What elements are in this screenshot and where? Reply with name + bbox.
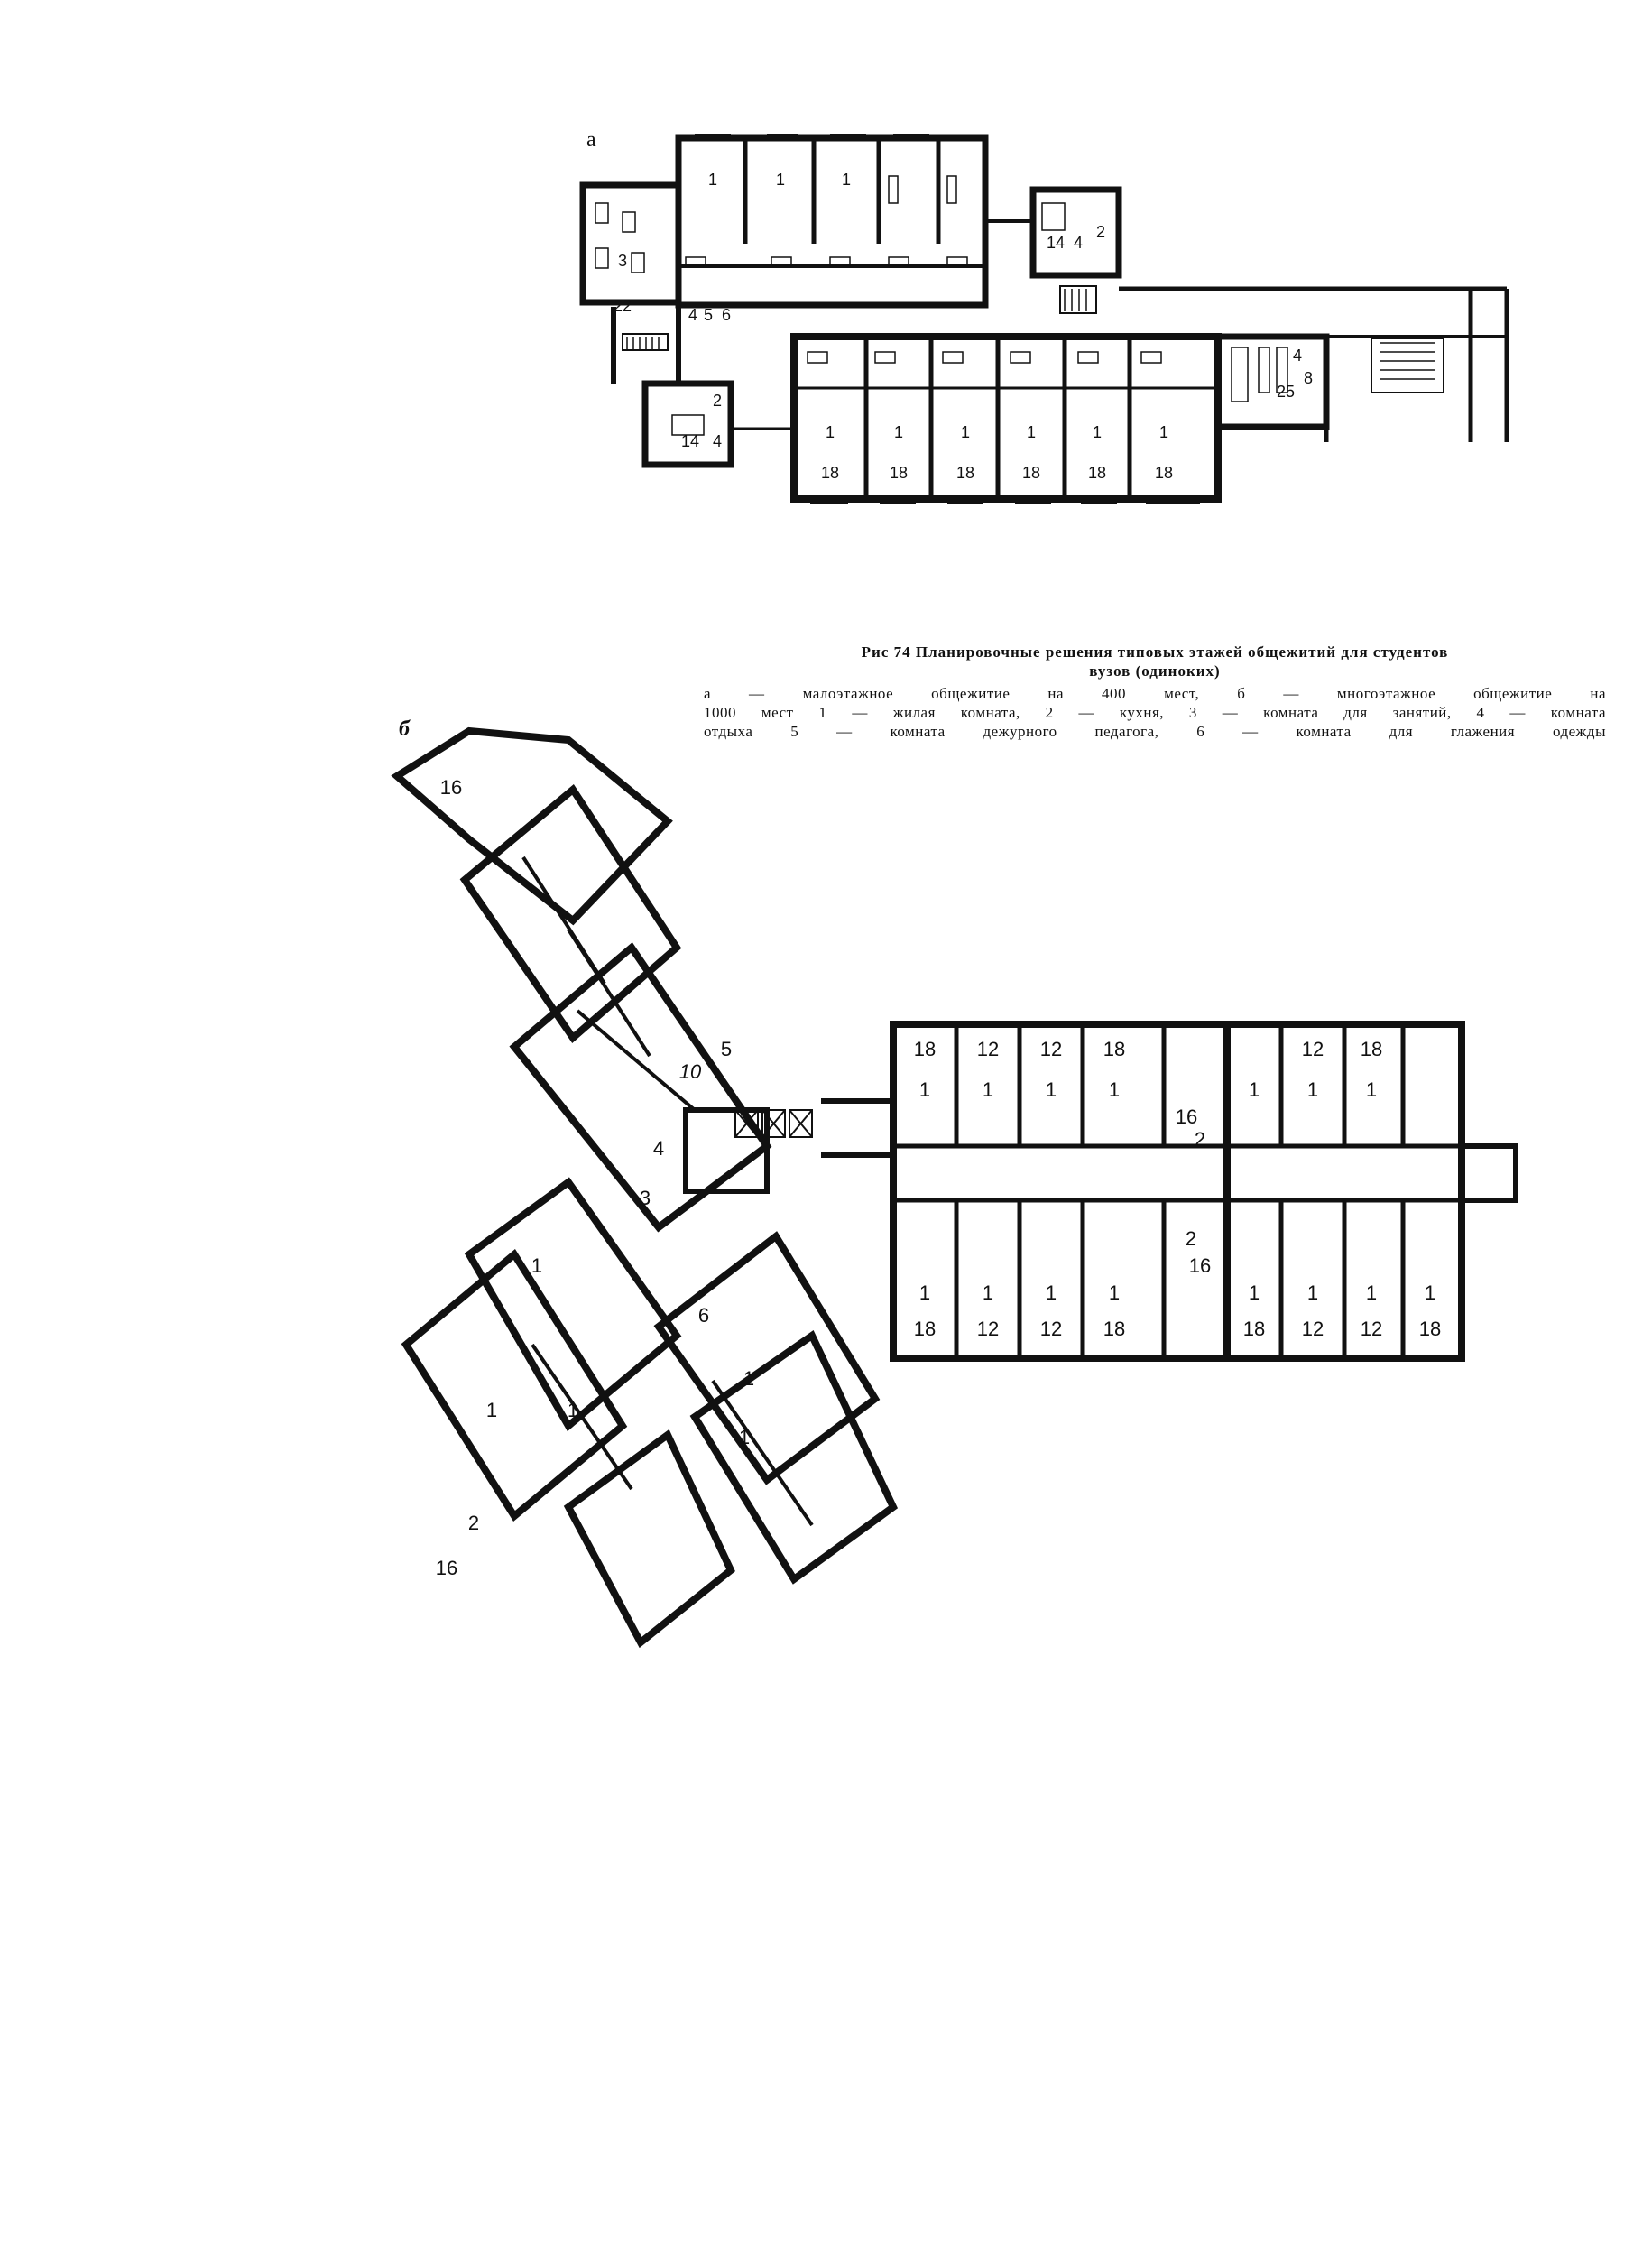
- room-label: 6: [722, 306, 731, 324]
- wing-south: [401, 1177, 899, 1649]
- area-label: 18: [1361, 1038, 1382, 1060]
- room-label: 1: [1249, 1078, 1260, 1101]
- room-label: 8: [1304, 369, 1313, 387]
- room-label: 1: [1366, 1078, 1377, 1101]
- room-label: 4: [1074, 234, 1083, 252]
- legend-line: а — малоэтажное общежитие на 400 мест, б…: [704, 685, 1606, 702]
- wing-label: 2: [468, 1512, 479, 1534]
- area-label: 18: [1103, 1318, 1125, 1340]
- kitchen-label: 16: [1189, 1254, 1211, 1277]
- room-label: 1: [1307, 1078, 1318, 1101]
- room-label: 1: [983, 1281, 993, 1304]
- east-block: [890, 1021, 1465, 1362]
- room-label: 1: [1425, 1281, 1435, 1304]
- plan-a-lounge: [1214, 333, 1330, 430]
- room-label: 4: [688, 306, 697, 324]
- room-label: 4: [713, 432, 722, 450]
- kitchen-label: 2: [1195, 1128, 1205, 1151]
- legend-line: отдыха 5 — комната дежурного педагога, 6…: [704, 723, 1606, 740]
- panel-b-letter: б: [399, 717, 410, 741]
- room-label: 1: [1307, 1281, 1318, 1304]
- room-label: 1: [1109, 1078, 1120, 1101]
- room-label: 1: [894, 423, 903, 441]
- room-label: 1: [1159, 423, 1168, 441]
- room-label: 1: [961, 423, 970, 441]
- room-label: 1: [826, 423, 835, 441]
- floor-plan-b: 18 12 12 18 12 18 1 1 1 1 1 1 1 1 1 1 1 …: [391, 726, 1518, 1649]
- area-label: 18: [956, 464, 974, 482]
- wing-label: 16: [440, 776, 462, 799]
- area-label: 12: [1302, 1318, 1324, 1340]
- plan-a-kitchen-right: [1029, 186, 1122, 279]
- room-label: 14: [1047, 234, 1065, 252]
- room-label: 3: [618, 252, 627, 270]
- area-label: 18: [914, 1038, 936, 1060]
- room-label: 25: [1277, 383, 1295, 401]
- kitchen-label: 16: [1176, 1105, 1197, 1128]
- area-label: 18: [1022, 464, 1040, 482]
- wing-label: 1: [568, 1399, 578, 1421]
- hub-label: 10: [679, 1060, 702, 1083]
- area-label: 18: [890, 464, 908, 482]
- caption-legend: а — малоэтажное общежитие на 400 мест, б…: [704, 684, 1606, 741]
- area-label: 12: [1040, 1318, 1062, 1340]
- room-label: 2: [713, 392, 722, 410]
- area-label: 18: [1155, 464, 1173, 482]
- room-label: 2: [1096, 223, 1105, 241]
- wing-label: 1: [486, 1399, 497, 1421]
- room-label: 14: [681, 432, 699, 450]
- room-label: 1: [983, 1078, 993, 1101]
- room-label: 4: [1293, 347, 1302, 365]
- wing-label: 16: [436, 1557, 457, 1579]
- wing-label: 1: [743, 1367, 754, 1390]
- area-label: 18: [1103, 1038, 1125, 1060]
- room-label: 5: [704, 306, 713, 324]
- area-label: 18: [1419, 1318, 1441, 1340]
- area-label: 18: [1243, 1318, 1265, 1340]
- plan-a-left-wing: [579, 181, 682, 306]
- area-label: 18: [821, 464, 839, 482]
- wing-label: 1: [531, 1254, 542, 1277]
- room-label: 1: [708, 171, 717, 189]
- caption-title-line2: вузов (одиноких): [1089, 662, 1221, 680]
- room-label: 1: [919, 1281, 930, 1304]
- room-label: 1: [1093, 423, 1102, 441]
- plan-a-kitchen-left: [641, 380, 734, 468]
- panel-a-letter: а: [586, 128, 596, 152]
- room-label: 1: [919, 1078, 930, 1101]
- room-label: 1: [776, 171, 785, 189]
- room-label: 1: [1109, 1281, 1120, 1304]
- hub-label: 4: [653, 1137, 664, 1160]
- room-label: 22: [614, 297, 632, 315]
- area-label: 12: [1302, 1038, 1324, 1060]
- room-label: 1: [1027, 423, 1036, 441]
- figure-caption: Рис 74 Планировочные решения типовых эта…: [704, 643, 1606, 741]
- caption-title-line1: Рис 74 Планировочные решения типовых эта…: [861, 643, 1449, 661]
- wing-northwest: [391, 726, 772, 1233]
- area-label: 18: [1088, 464, 1106, 482]
- room-label: 1: [1249, 1281, 1260, 1304]
- floor-plan-a: 1 1 1 1 1 1 1 1 1 18 18 18 18 18 18 3 22…: [579, 134, 1509, 504]
- legend-line: 1000 мест 1 — жилая комната, 2 — кухня, …: [704, 704, 1606, 721]
- room-label: 1: [842, 171, 851, 189]
- area-label: 18: [914, 1318, 936, 1340]
- area-label: 12: [977, 1318, 999, 1340]
- wing-label: 1: [739, 1426, 750, 1448]
- area-label: 12: [977, 1038, 999, 1060]
- room-label: 1: [1366, 1281, 1377, 1304]
- area-label: 12: [1361, 1318, 1382, 1340]
- hub-label: 5: [721, 1038, 732, 1060]
- room-label: 1: [1046, 1281, 1057, 1304]
- area-label: 12: [1040, 1038, 1062, 1060]
- room-label: 1: [1046, 1078, 1057, 1101]
- kitchen-label: 2: [1186, 1227, 1196, 1250]
- hub-label: 3: [640, 1187, 651, 1209]
- hub-label: 6: [698, 1304, 709, 1327]
